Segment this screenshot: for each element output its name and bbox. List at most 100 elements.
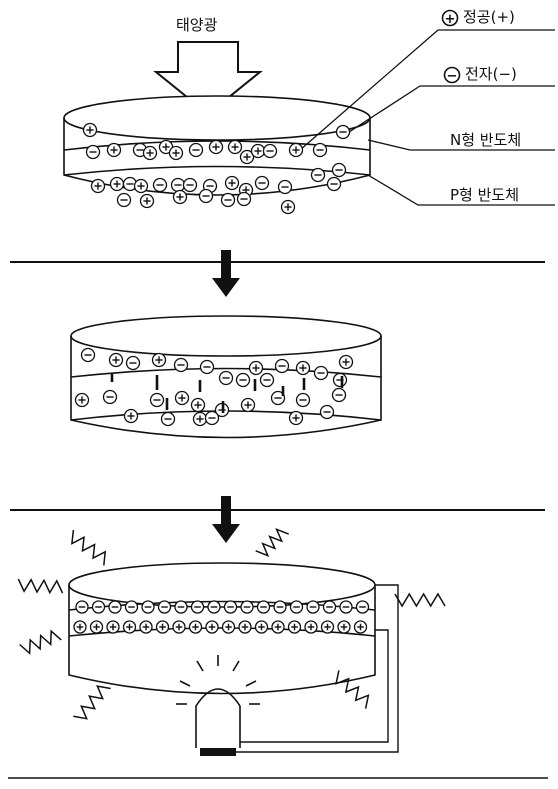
- electron-carrier: [258, 601, 270, 613]
- electron-carrier: [333, 389, 346, 402]
- electron-carrier: [337, 126, 350, 139]
- electron-carrier: [312, 169, 325, 182]
- hole-carrier: [340, 356, 353, 369]
- hole-carrier: [194, 413, 207, 426]
- hole-carrier: [144, 147, 157, 160]
- spark-mark: [73, 686, 110, 719]
- electron-carrier: [220, 372, 233, 385]
- hole-carrier: [192, 399, 205, 412]
- spark-mark: [72, 530, 105, 565]
- electron-carrier: [126, 601, 138, 613]
- p-type-label: P형 반도체: [450, 188, 519, 203]
- hole-carrier: [170, 147, 183, 160]
- electron-carrier: [333, 164, 346, 177]
- electron-carrier: [274, 601, 286, 613]
- hole-carrier: [124, 621, 136, 633]
- hole-carrier: [229, 141, 242, 154]
- electron-carrier: [321, 406, 334, 419]
- electron-carrier: [256, 177, 269, 190]
- electron-carrier: [328, 178, 341, 191]
- light-bulb-icon: [176, 655, 260, 748]
- hole-carrier: [76, 394, 89, 407]
- electron-carrier: [87, 146, 100, 159]
- electron-carrier: [127, 357, 140, 370]
- electron-carrier: [151, 394, 164, 407]
- electron-carrier: [276, 360, 289, 373]
- electron-carrier: [324, 601, 336, 613]
- hole-carrier: [223, 621, 235, 633]
- hole-carrier: [282, 201, 295, 214]
- hole-carrier: [239, 621, 251, 633]
- electron-carrier: [315, 367, 328, 380]
- hole-carrier: [91, 621, 103, 633]
- hole-carrier: [110, 354, 123, 367]
- hole-carrier: [92, 180, 105, 193]
- hole-carrier: [108, 144, 121, 157]
- electron-carrier: [76, 601, 88, 613]
- electron-carrier: [201, 361, 214, 374]
- electron-carrier: [357, 601, 369, 613]
- electron-carrier: [93, 601, 105, 613]
- hole-carrier: [250, 362, 263, 375]
- hole-carrier: [140, 621, 152, 633]
- hole-carrier: [141, 195, 154, 208]
- electron-carrier: [109, 601, 121, 613]
- electron-carrier: [206, 412, 219, 425]
- hole-carrier: [322, 621, 334, 633]
- spark-mark: [256, 529, 289, 555]
- hole-carrier: [210, 141, 223, 154]
- sunlight-label: 태양광: [176, 18, 217, 33]
- hole-carrier: [290, 412, 303, 425]
- hole-carrier: [107, 621, 119, 633]
- electron-carrier: [279, 181, 292, 194]
- electron-carrier: [222, 194, 235, 207]
- hole-carrier: [206, 621, 218, 633]
- hole-carrier: [135, 180, 148, 193]
- hole-carrier: [256, 621, 268, 633]
- electron-carrier: [297, 394, 310, 407]
- hole-carrier: [190, 621, 202, 633]
- electron-carrier: [175, 359, 188, 372]
- electron-carrier: [192, 601, 204, 613]
- electron-carrier: [208, 601, 220, 613]
- electron-carrier: [264, 145, 277, 158]
- spark-mark: [18, 579, 62, 593]
- spark-mark: [20, 631, 62, 653]
- hole-carrier: [173, 621, 185, 633]
- hole-carrier: [84, 124, 97, 137]
- stage-2-separation: [71, 316, 381, 438]
- hole-legend-label: 정공(+): [463, 10, 515, 25]
- hole-carrier: [242, 399, 255, 412]
- hole-legend-symbol: +: [445, 12, 456, 27]
- electron-carrier: [238, 193, 251, 206]
- electron-carrier: [307, 601, 319, 613]
- hole-carrier: [153, 354, 166, 367]
- stage-3-current: [18, 529, 445, 756]
- electron-carrier: [314, 144, 327, 157]
- hole-carrier: [355, 621, 367, 633]
- battery-terminal: [200, 748, 236, 756]
- hole-carrier: [226, 177, 239, 190]
- electron-carrier: [225, 601, 237, 613]
- electron-carrier: [118, 194, 131, 207]
- electron-carrier: [184, 179, 197, 192]
- electron-carrier: [172, 179, 185, 192]
- electron-carrier: [154, 179, 167, 192]
- electron-carrier: [261, 374, 274, 387]
- electron-carrier: [340, 601, 352, 613]
- electron-carrier: [142, 601, 154, 613]
- hole-carrier: [252, 145, 265, 158]
- electron-carrier: [162, 413, 175, 426]
- electron-legend-icon: −: [445, 68, 460, 85]
- spark-mark: [395, 594, 445, 606]
- electron-legend-label: 전자(−): [465, 67, 517, 82]
- hole-legend-icon: +: [443, 11, 458, 28]
- electron-carrier: [241, 601, 253, 613]
- hole-carrier: [125, 410, 138, 423]
- hole-carrier: [290, 144, 303, 157]
- electron-carrier: [175, 601, 187, 613]
- electron-carrier: [237, 374, 250, 387]
- electron-carrier: [334, 374, 347, 387]
- hole-carrier: [176, 392, 189, 405]
